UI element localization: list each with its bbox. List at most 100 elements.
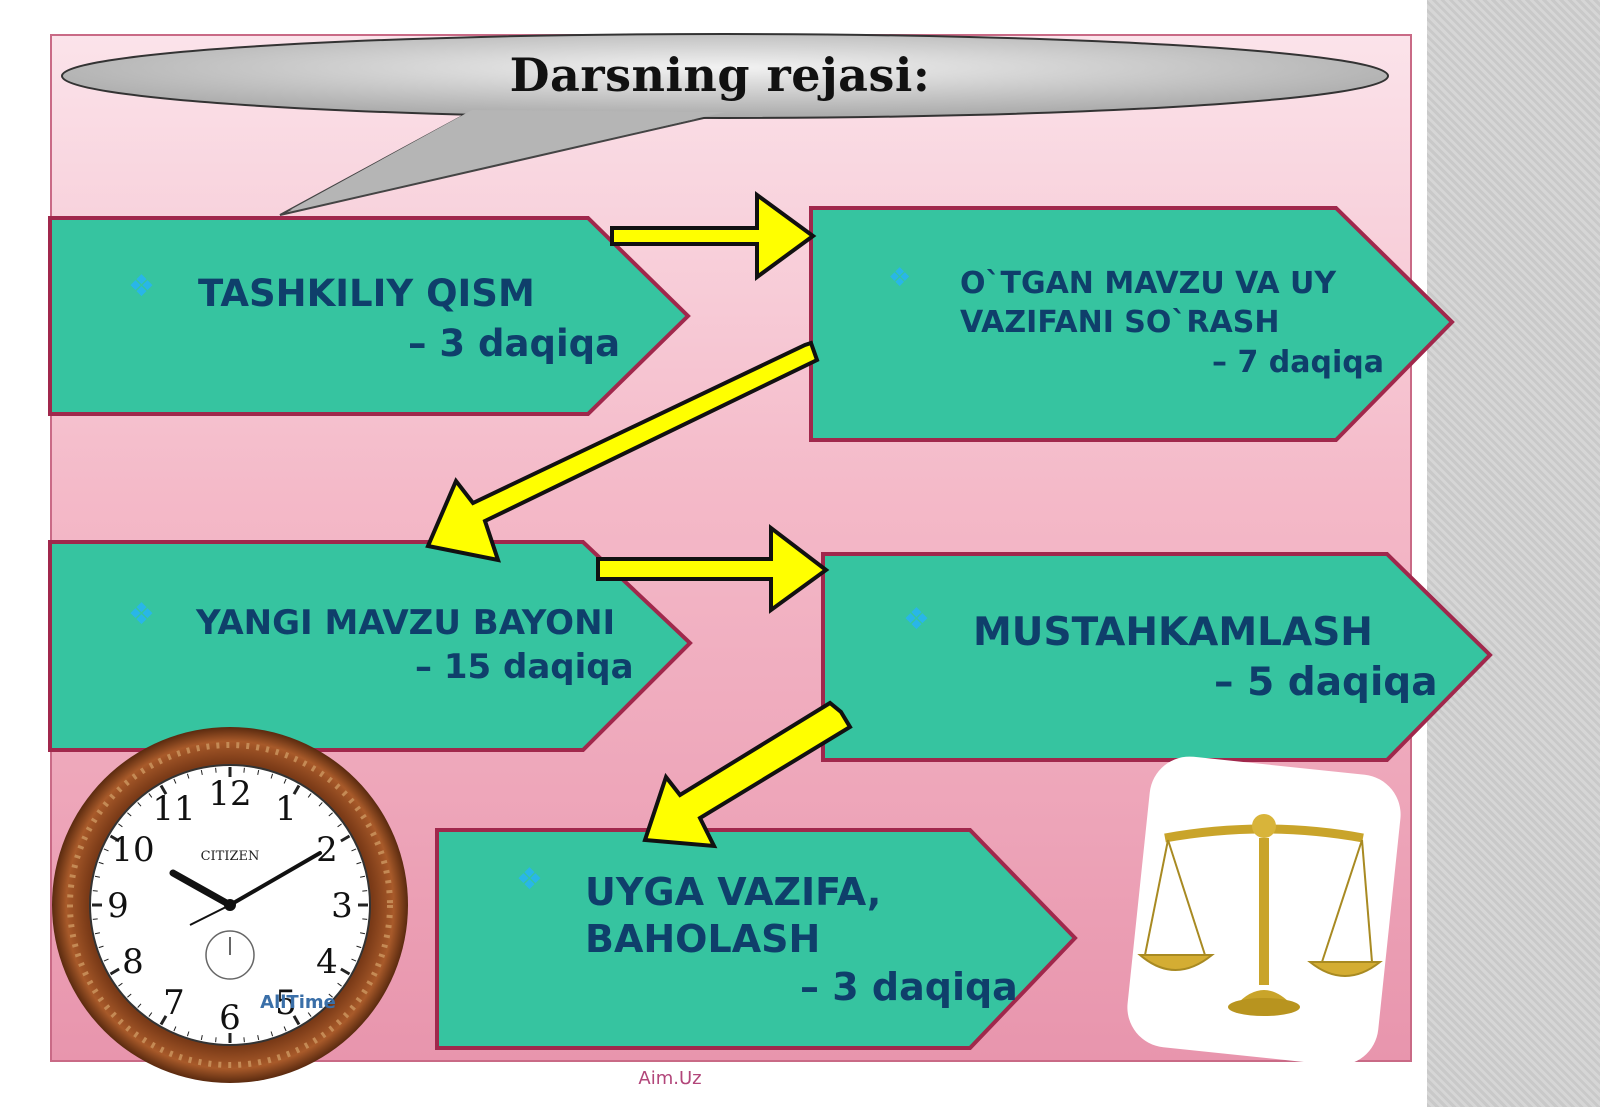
clock-tick bbox=[318, 802, 323, 807]
step-3-title: YANGI MAVZU BAYONI bbox=[196, 603, 616, 643]
clock-tick bbox=[215, 1037, 217, 1043]
bullet-icon: ❖ bbox=[128, 597, 155, 632]
clock-tick bbox=[292, 1015, 301, 1026]
clock-tick bbox=[127, 993, 132, 998]
clock-tick bbox=[118, 982, 123, 987]
clock-tick bbox=[109, 967, 120, 976]
speech-bubble-icon bbox=[61, 33, 1389, 216]
step-5-duration: – 3 daqiqa bbox=[800, 965, 1018, 1009]
clock-hour-hand bbox=[169, 869, 234, 909]
step-2-title-line1: O`TGAN MAVZU VA UY bbox=[960, 266, 1337, 301]
slide-title: Darsning rejasi: bbox=[509, 48, 931, 102]
clock-tick bbox=[307, 793, 312, 798]
clock-tick bbox=[98, 861, 104, 865]
clock-tick bbox=[270, 1031, 274, 1037]
clock-numeral: 7 bbox=[163, 983, 185, 1023]
bullet-icon: ❖ bbox=[128, 269, 155, 304]
arrow-icon-4-to-5 bbox=[642, 700, 853, 849]
clock-numeral: 4 bbox=[316, 942, 338, 982]
clock-numeral: 6 bbox=[219, 998, 241, 1038]
clock-minute-hand bbox=[228, 851, 322, 907]
bullet-icon: ❖ bbox=[516, 862, 543, 897]
clock-tick bbox=[94, 932, 100, 935]
step-box-4 bbox=[821, 552, 1493, 762]
clock-tick bbox=[137, 1003, 142, 1008]
clock-tick bbox=[137, 802, 142, 807]
clock-tick bbox=[283, 1026, 287, 1032]
clock-tick bbox=[270, 773, 274, 779]
clock-tick bbox=[186, 1031, 190, 1037]
clock-tick bbox=[94, 875, 100, 878]
clock-tick bbox=[257, 1034, 260, 1041]
clock-numeral: 11 bbox=[152, 789, 195, 829]
clock-tick bbox=[103, 958, 109, 962]
clock-tick bbox=[328, 812, 333, 817]
step-4-duration: – 5 daqiqa bbox=[1214, 660, 1438, 705]
clock-tick bbox=[173, 778, 177, 784]
clock-tick bbox=[200, 1034, 203, 1041]
clock-tick bbox=[159, 784, 168, 795]
clock-tick bbox=[148, 1012, 153, 1017]
clock-tick bbox=[318, 1003, 323, 1008]
scales-icon bbox=[1127, 756, 1401, 1066]
step-2-title-line2: VAZIFANI SO`RASH bbox=[960, 305, 1280, 340]
clock-tick bbox=[148, 793, 153, 798]
clock-tick bbox=[200, 769, 203, 776]
footer-text: Aim.Uz bbox=[638, 1068, 702, 1089]
clock-brand: CITIZEN bbox=[201, 849, 260, 864]
clock-tick bbox=[307, 1012, 312, 1017]
clock-tick bbox=[243, 1037, 245, 1043]
clock-tick bbox=[340, 967, 351, 976]
step-2-duration: – 7 daqiqa bbox=[1212, 345, 1384, 380]
clock-tick bbox=[356, 861, 362, 865]
clock-tick bbox=[337, 823, 342, 828]
clock-tick bbox=[292, 784, 301, 795]
clock-tick bbox=[127, 812, 132, 817]
clock-tick bbox=[92, 890, 98, 892]
clock-tick bbox=[360, 875, 366, 878]
clock-tick bbox=[351, 958, 357, 962]
clock-tick bbox=[103, 848, 109, 852]
clock-tick bbox=[362, 918, 368, 920]
step-1-duration: – 3 daqiqa bbox=[408, 322, 621, 365]
clock-tick bbox=[257, 769, 260, 776]
clock-tick bbox=[243, 767, 245, 773]
clock-tick bbox=[173, 1026, 177, 1032]
clock-tick bbox=[351, 848, 357, 852]
clock-tick bbox=[98, 945, 104, 949]
clock-tick bbox=[215, 767, 217, 773]
clock-numeral: 9 bbox=[107, 886, 129, 926]
clock-tick bbox=[328, 993, 333, 998]
clock-numeral: 3 bbox=[331, 886, 353, 926]
clock-tick bbox=[356, 945, 362, 949]
step-1-title: TASHKILIY QISM bbox=[198, 272, 535, 315]
clock-numeral: 1 bbox=[275, 789, 297, 829]
step-3-duration: – 15 daqiqa bbox=[415, 647, 634, 687]
clock-numeral: 5 bbox=[275, 983, 297, 1023]
step-box-5 bbox=[435, 828, 1078, 1050]
bullet-icon: ❖ bbox=[888, 263, 912, 293]
step-box-3 bbox=[48, 540, 693, 752]
clock-tick bbox=[283, 778, 287, 784]
step-5-title-line2: BAHOLASH bbox=[585, 917, 821, 961]
bullet-icon: ❖ bbox=[903, 602, 930, 637]
side-strip bbox=[1427, 0, 1600, 1107]
clock-tick bbox=[92, 918, 98, 920]
clock-tick bbox=[186, 773, 190, 779]
clock-tick bbox=[118, 823, 123, 828]
clock-numeral: 10 bbox=[111, 830, 154, 870]
step-box-2 bbox=[809, 206, 1455, 442]
step-box-1 bbox=[48, 216, 691, 416]
clock-numeral: 12 bbox=[208, 774, 251, 814]
step-4-title: MUSTAHKAMLASH bbox=[973, 610, 1373, 655]
clock-tick bbox=[109, 834, 120, 843]
clock-numeral: 8 bbox=[122, 942, 144, 982]
arrow-icon-3-to-4 bbox=[596, 523, 830, 614]
clock-tick bbox=[360, 932, 366, 935]
arrow-icon-1-to-2 bbox=[610, 191, 817, 281]
clock-tick bbox=[337, 982, 342, 987]
clock-tick bbox=[159, 1015, 168, 1026]
clock-tick bbox=[362, 890, 368, 892]
arrow-icon-2-to-3 bbox=[425, 340, 820, 563]
